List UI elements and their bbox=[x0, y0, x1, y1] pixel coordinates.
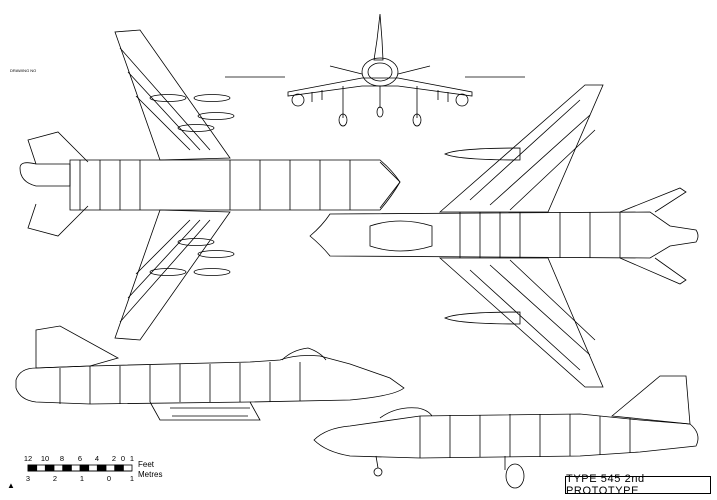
feet-tick: 6 bbox=[77, 454, 83, 463]
feet-label: Feet bbox=[138, 460, 155, 469]
feet-tick: 10 bbox=[40, 454, 50, 463]
drawing-corner-mark: DRAWING NO bbox=[10, 68, 37, 73]
underside-plan-view bbox=[19, 29, 401, 341]
side-elevation bbox=[313, 375, 699, 489]
feet-tick: 2 bbox=[111, 454, 117, 463]
feet-tick: 8 bbox=[59, 454, 65, 463]
feet-tick: 12 bbox=[23, 454, 33, 463]
north-mark-icon: ▲ bbox=[7, 481, 15, 490]
metre-tick: 1 bbox=[79, 474, 85, 483]
scale-bar bbox=[27, 464, 133, 472]
top-plan-view bbox=[309, 84, 699, 388]
metre-tick: 3 bbox=[25, 474, 31, 483]
metre-tick: 0 bbox=[106, 474, 112, 483]
front-view bbox=[225, 13, 525, 127]
metre-tick: 2 bbox=[52, 474, 58, 483]
drawing-title: TYPE 545 2nd PROTOTYPE bbox=[565, 473, 711, 497]
metres-label: Metres bbox=[138, 470, 163, 479]
metre-tick: 1 bbox=[129, 474, 135, 483]
feet-tick: 4 bbox=[94, 454, 100, 463]
feet-tick: 0 bbox=[120, 454, 126, 463]
side-elevation-with-stores bbox=[15, 325, 405, 421]
feet-tick: 1 bbox=[129, 454, 135, 463]
